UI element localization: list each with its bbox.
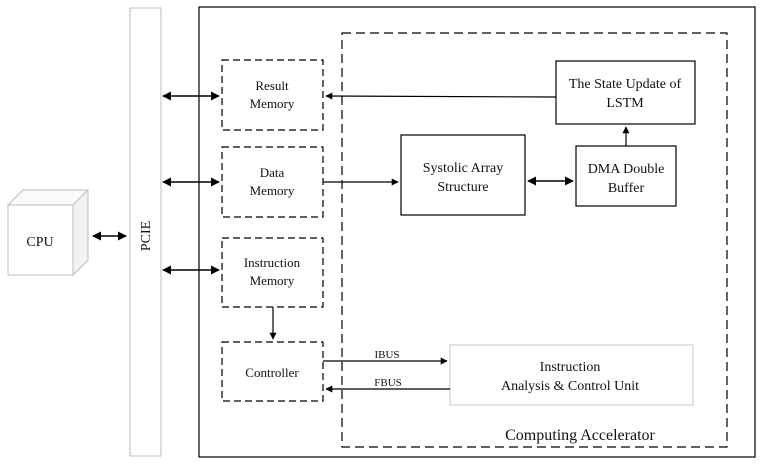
cpu-label: CPU bbox=[26, 235, 53, 250]
data-memory-label-1: Data bbox=[260, 165, 285, 180]
dma-label-1: DMA Double bbox=[588, 162, 665, 177]
systolic-array-block: Systolic Array Structure bbox=[400, 134, 526, 216]
result-memory-block: Result Memory bbox=[221, 59, 324, 131]
accelerator-label: Computing Accelerator bbox=[505, 427, 655, 444]
instruction-memory-label-2: Memory bbox=[250, 273, 295, 288]
controller-block: Controller bbox=[221, 341, 324, 402]
result-memory-label-1: Result bbox=[255, 78, 289, 93]
instruction-memory-block: Instruction Memory bbox=[221, 237, 324, 308]
iacu-label-2: Analysis & Control Unit bbox=[501, 379, 639, 394]
system-frame bbox=[198, 6, 756, 458]
accelerator-frame bbox=[341, 32, 728, 448]
pcie-bus: PCIE bbox=[129, 7, 162, 457]
pcie-label: PCIE bbox=[139, 221, 154, 251]
ibus-label: IBUS bbox=[374, 349, 399, 361]
dma-double-buffer-block: DMA Double Buffer bbox=[575, 145, 677, 207]
fbus-label: FBUS bbox=[374, 377, 402, 389]
data-memory-block: Data Memory bbox=[221, 146, 324, 218]
instruction-memory-label-1: Instruction bbox=[244, 255, 301, 270]
iacu-label-1: Instruction bbox=[540, 360, 601, 375]
controller-label: Controller bbox=[245, 365, 299, 380]
data-memory-label-2: Memory bbox=[250, 183, 295, 198]
dma-label-2: Buffer bbox=[608, 181, 645, 196]
lstm-state-update-block: The State Update of LSTM bbox=[555, 60, 696, 125]
instruction-analysis-control-unit-block: Instruction Analysis & Control Unit bbox=[449, 344, 694, 406]
lstm-label-1: The State Update of bbox=[569, 77, 682, 92]
lstm-label-2: LSTM bbox=[606, 96, 644, 111]
cpu-block: CPU bbox=[6, 188, 90, 277]
systolic-label-1: Systolic Array bbox=[423, 161, 504, 176]
systolic-label-2: Structure bbox=[437, 180, 488, 195]
lstm-to-result-memory-arrow bbox=[325, 92, 557, 100]
result-memory-label-2: Memory bbox=[250, 96, 295, 111]
